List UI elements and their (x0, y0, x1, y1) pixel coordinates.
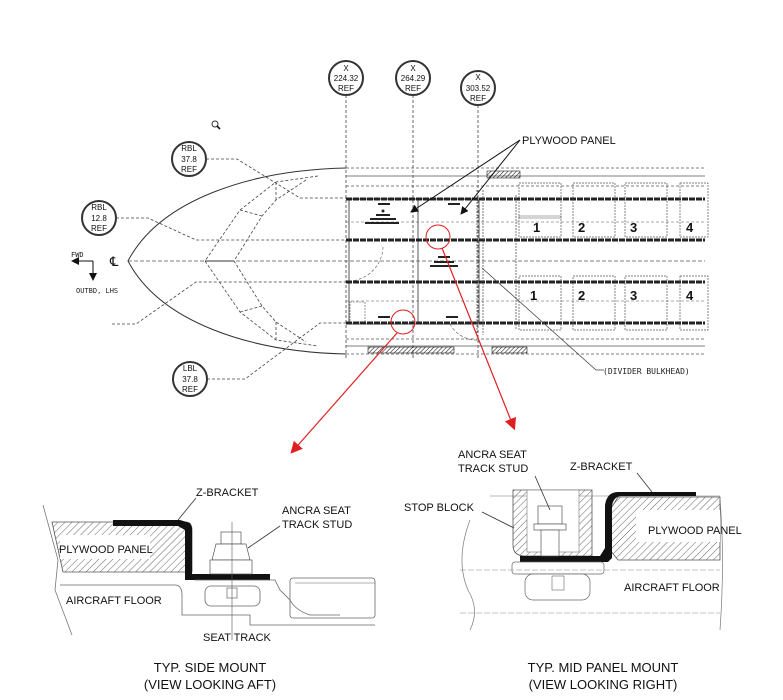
seat-number: 1 (530, 288, 537, 303)
outboard-label: OUTBD, LHS (76, 287, 118, 295)
mid-panel-view-caption: (VIEW LOOKING RIGHT) (529, 677, 678, 692)
z-bracket-label: Z-BRACKET (570, 461, 633, 473)
plywood-panel-label: PLYWOOD PANEL (648, 525, 742, 537)
stud-label-line1: ANCRA SEAT (458, 449, 527, 461)
mid-panel-detail: ANCRA SEAT TRACK STUD Z-BRACKET STOP BLO… (404, 449, 742, 692)
centerline-symbol: ℄ (109, 254, 119, 269)
callout-axis: RBL (181, 144, 197, 153)
seat: 2 (572, 182, 616, 238)
seat: 1 (518, 275, 562, 331)
seat-number: 1 (533, 220, 540, 235)
stud-label-line2: TRACK STUD (458, 463, 528, 475)
orientation-indicator: FWD OUTBD, LHS ℄ (71, 251, 119, 295)
cabin-floor-plan (346, 167, 705, 355)
callout-value: 12.8 (91, 214, 107, 223)
stud-label-line1: ANCRA SEAT (282, 505, 351, 517)
search-icon (211, 120, 221, 130)
plywood-panels (348, 198, 480, 341)
fwd-label: FWD (71, 251, 84, 259)
station-callout-3: X 303.52 REF (460, 70, 496, 360)
callout-value: 303.52 (466, 84, 491, 93)
callout-suffix: REF (470, 94, 486, 103)
z-bracket-label: Z-BRACKET (196, 487, 259, 499)
divider-bulkhead-callout: (DIVIDER BULKHEAD) (481, 267, 690, 376)
callout-axis: X (475, 73, 481, 82)
side-mount-view-caption: (VIEW LOOKING AFT) (144, 677, 276, 692)
seat-track-label: SEAT TRACK (203, 632, 272, 644)
seat-number: 2 (578, 288, 585, 303)
seat-tracks (346, 190, 705, 335)
seat: 2 (572, 275, 616, 331)
plan-view: X 224.32 REF X 264.29 REF X 303.52 REF R… (71, 60, 709, 454)
callout-value: 264.29 (401, 74, 426, 83)
seat-row-top: 1 2 3 4 (518, 182, 709, 238)
callout-suffix: REF (91, 224, 107, 233)
seat-row-bottom: 1 2 3 4 (518, 275, 709, 331)
seat-number: 4 (686, 288, 694, 303)
side-mount-arrow (290, 332, 398, 454)
callout-axis: RBL (91, 203, 107, 212)
callout-suffix: REF (338, 84, 354, 93)
seat: 3 (624, 182, 668, 238)
seat-number: 3 (630, 288, 637, 303)
side-mount-detail: Z-BRACKET ANCRA SEAT TRACK STUD PLYWOOD … (42, 487, 376, 692)
aircraft-floor-label: AIRCRAFT FLOOR (66, 595, 162, 607)
mid-mount-arrow (441, 247, 517, 431)
callout-value: 37.8 (182, 375, 198, 384)
side-mount-caption: TYP. SIDE MOUNT (154, 660, 267, 675)
buttline-callout-lbl-37: LBL 37.8 REF (172, 322, 346, 397)
aircraft-floor-label: AIRCRAFT FLOOR (624, 582, 720, 594)
nose-contour (127, 167, 705, 355)
mid-mount-highlight (425, 224, 451, 250)
plywood-panel-label: PLYWOOD PANEL (522, 135, 616, 147)
callout-axis: LBL (183, 364, 198, 373)
buttline-callout-rbl-37: RBL 37.8 REF (171, 141, 346, 199)
station-callout-1: X 224.32 REF (328, 60, 364, 360)
plywood-panel-label: PLYWOOD PANEL (59, 544, 153, 556)
seat: 4 (679, 182, 709, 238)
buttline-callout-rbl-12: RBL 12.8 REF (81, 200, 346, 241)
seat-number: 2 (578, 220, 585, 235)
anchor-stud (533, 505, 567, 557)
seat: 4 (679, 275, 709, 331)
stud-label-line2: TRACK STUD (282, 519, 352, 531)
seat-number: 3 (630, 220, 637, 235)
callout-suffix: REF (405, 84, 421, 93)
station-callout-2: X 264.29 REF (395, 60, 431, 360)
callout-value: 224.32 (334, 74, 359, 83)
side-mount-highlight (390, 309, 416, 335)
plywood-panel-callout: PLYWOOD PANEL (410, 135, 616, 215)
stop-block-label: STOP BLOCK (404, 502, 475, 514)
mid-panel-caption: TYP. MID PANEL MOUNT (528, 660, 679, 675)
callout-suffix: REF (182, 385, 198, 394)
anchor-stud (209, 522, 253, 640)
seat: 1 (518, 182, 562, 238)
seat-number: 4 (686, 220, 694, 235)
callout-suffix: REF (181, 165, 197, 174)
callout-axis: X (410, 64, 416, 73)
detail-callouts (290, 224, 517, 454)
callout-axis: X (343, 64, 349, 73)
seat: 3 (624, 275, 668, 331)
callout-value: 37.8 (181, 155, 197, 164)
divider-bulkhead-label: (DIVIDER BULKHEAD) (603, 367, 690, 376)
